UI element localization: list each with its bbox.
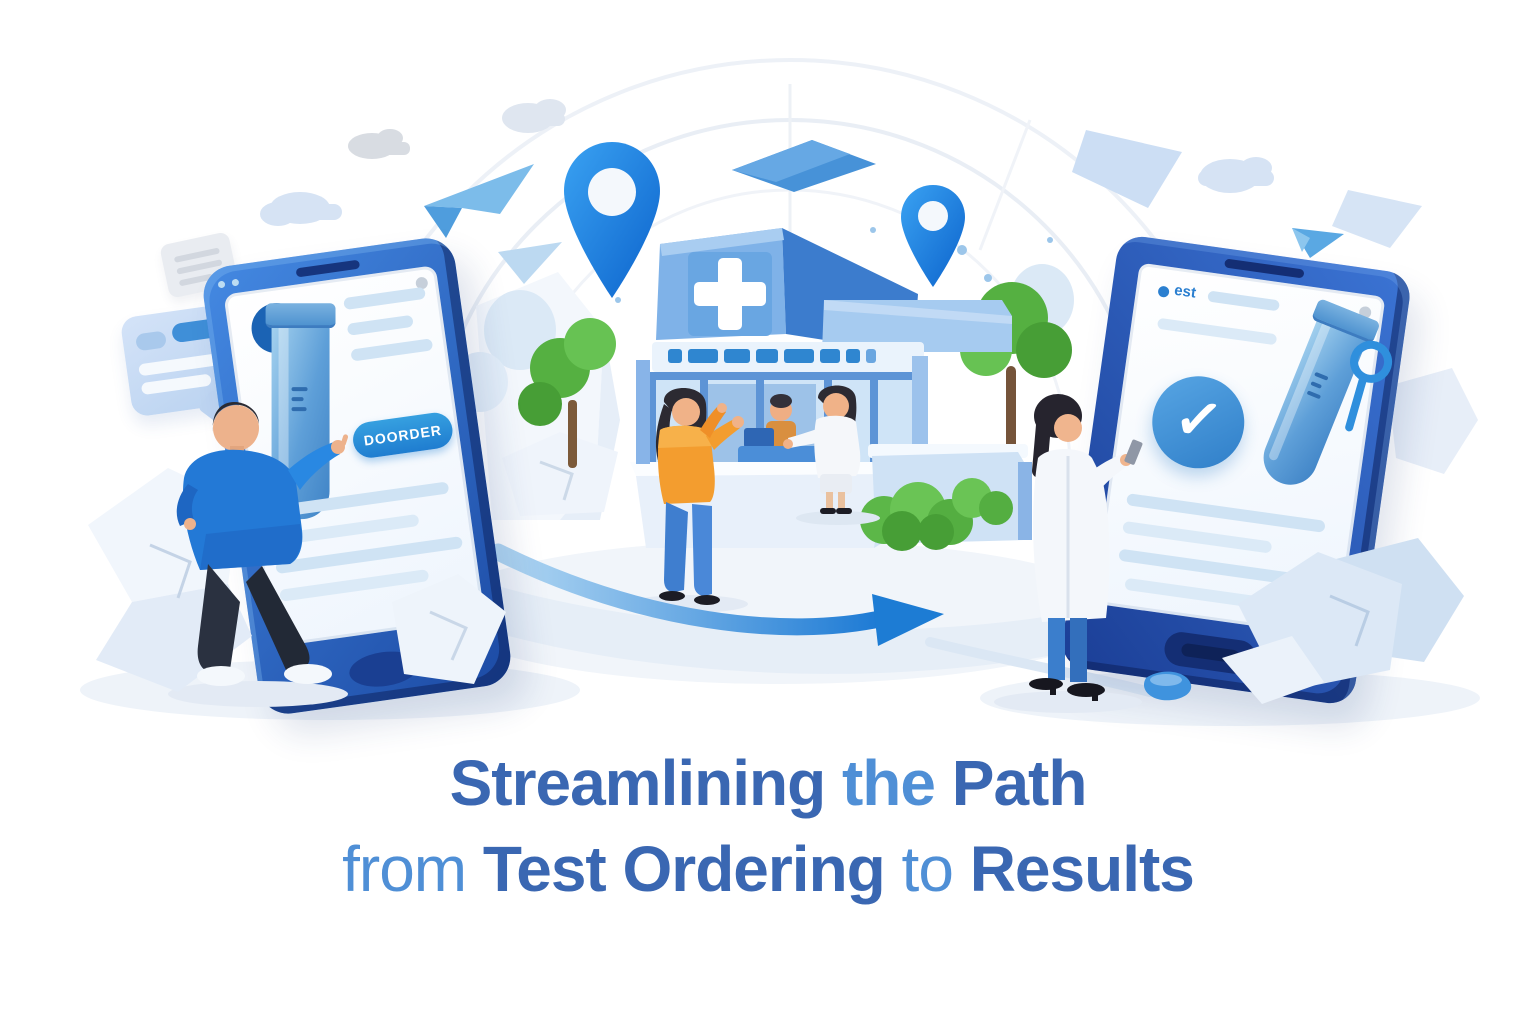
caption-word: Streamlining <box>449 747 827 819</box>
doctor-figure <box>1029 394 1143 701</box>
puddle-icon <box>1143 671 1192 701</box>
diamond-shards <box>732 130 1422 248</box>
caption-line-1: Streamlining the Path <box>0 746 1536 820</box>
caption-word: Test Ordering <box>482 833 886 905</box>
rocks-right <box>1222 538 1464 704</box>
caption-word: Path <box>951 747 1088 819</box>
paper-plane-icon <box>424 164 1344 284</box>
bushes <box>860 478 1013 551</box>
cloud-icon <box>260 99 1274 226</box>
clinic-sign-text-blocks <box>668 349 876 363</box>
caption-word: Results <box>969 833 1195 905</box>
map-pin-icon <box>564 142 660 298</box>
tree-left <box>518 318 616 468</box>
caption-word: the <box>841 747 936 819</box>
caption-line-2: from Test Ordering to Results <box>0 832 1536 906</box>
medical-cross-icon <box>694 258 766 330</box>
white-rocks-mid <box>502 432 618 516</box>
map-pin-icon <box>901 185 965 287</box>
caption-word: from <box>342 833 467 905</box>
caption-word: to <box>901 833 954 905</box>
man-figure <box>176 402 349 686</box>
nurse-figure <box>783 385 861 514</box>
patient-figure <box>655 388 744 605</box>
caption-title: Streamlining the Path from Test Ordering… <box>0 746 1536 906</box>
